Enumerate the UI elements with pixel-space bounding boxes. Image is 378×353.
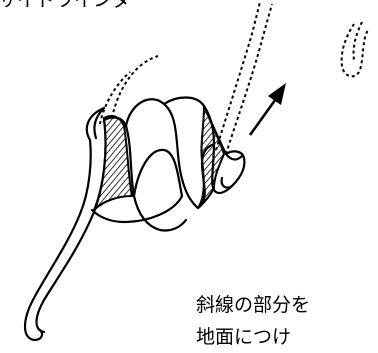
trail-right-loop — [340, 23, 369, 78]
caption-line-1: 斜線の部分を — [196, 294, 311, 316]
trail-left-inner — [99, 71, 131, 125]
dashed-trail-lines — [99, 1, 369, 155]
hatched-contact-areas — [93, 105, 226, 211]
snake-head — [220, 150, 246, 189]
hatched-area-left — [93, 115, 134, 211]
trail-left — [111, 55, 159, 119]
direction-arrow — [248, 83, 286, 136]
hatched-area-right — [197, 105, 226, 209]
trail-center-1 — [215, 1, 261, 151]
top-label: サイドワインダー — [0, 0, 151, 11]
trail-right-loop-2 — [352, 21, 363, 61]
caption-line-2: 地面につけ — [196, 326, 292, 348]
trail-center-2 — [225, 3, 273, 155]
